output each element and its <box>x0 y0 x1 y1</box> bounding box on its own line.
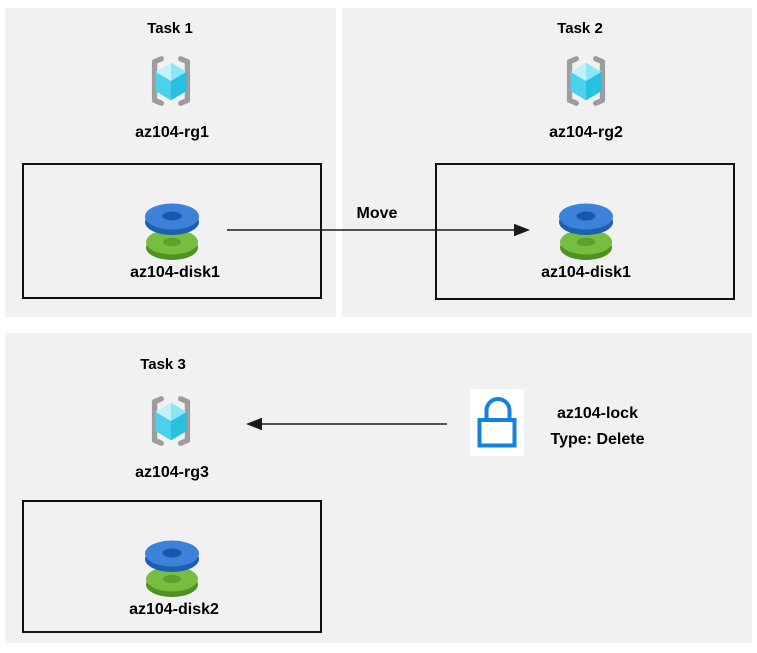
lock-name: az104-lock <box>557 405 638 422</box>
task1-title: Task 1 <box>147 20 193 37</box>
task2-resource-group-label: az104-rg2 <box>549 124 623 141</box>
task1-disk-label: az104-disk1 <box>130 264 220 281</box>
managed-disk-icon <box>145 203 199 260</box>
task3-disk-label: az104-disk2 <box>129 601 219 618</box>
task1-resource-box <box>22 163 322 299</box>
task1-panel <box>5 8 336 317</box>
task3-title: Task 3 <box>140 356 186 373</box>
move-arrow-label: Move <box>356 205 398 222</box>
resource-group-icon <box>566 56 606 106</box>
lock-icon-tile <box>470 389 524 456</box>
lock-icon <box>477 397 517 448</box>
task1-resource-group-label: az104-rg1 <box>135 124 209 141</box>
task2-disk-label: az104-disk1 <box>541 264 631 281</box>
lock-type: Type: Delete <box>550 431 645 448</box>
task3-resource-group-label: az104-rg3 <box>135 464 209 481</box>
task3-resource-box <box>22 500 322 633</box>
managed-disk-icon <box>559 203 613 260</box>
lock-label: az104-lock Type: Delete <box>535 401 660 453</box>
resource-group-icon <box>151 56 191 106</box>
task2-resource-box <box>435 163 735 300</box>
task2-title: Task 2 <box>557 20 603 37</box>
resource-group-icon <box>151 396 191 446</box>
managed-disk-icon <box>145 540 199 597</box>
task3-panel <box>5 333 752 643</box>
task2-panel <box>342 8 752 317</box>
